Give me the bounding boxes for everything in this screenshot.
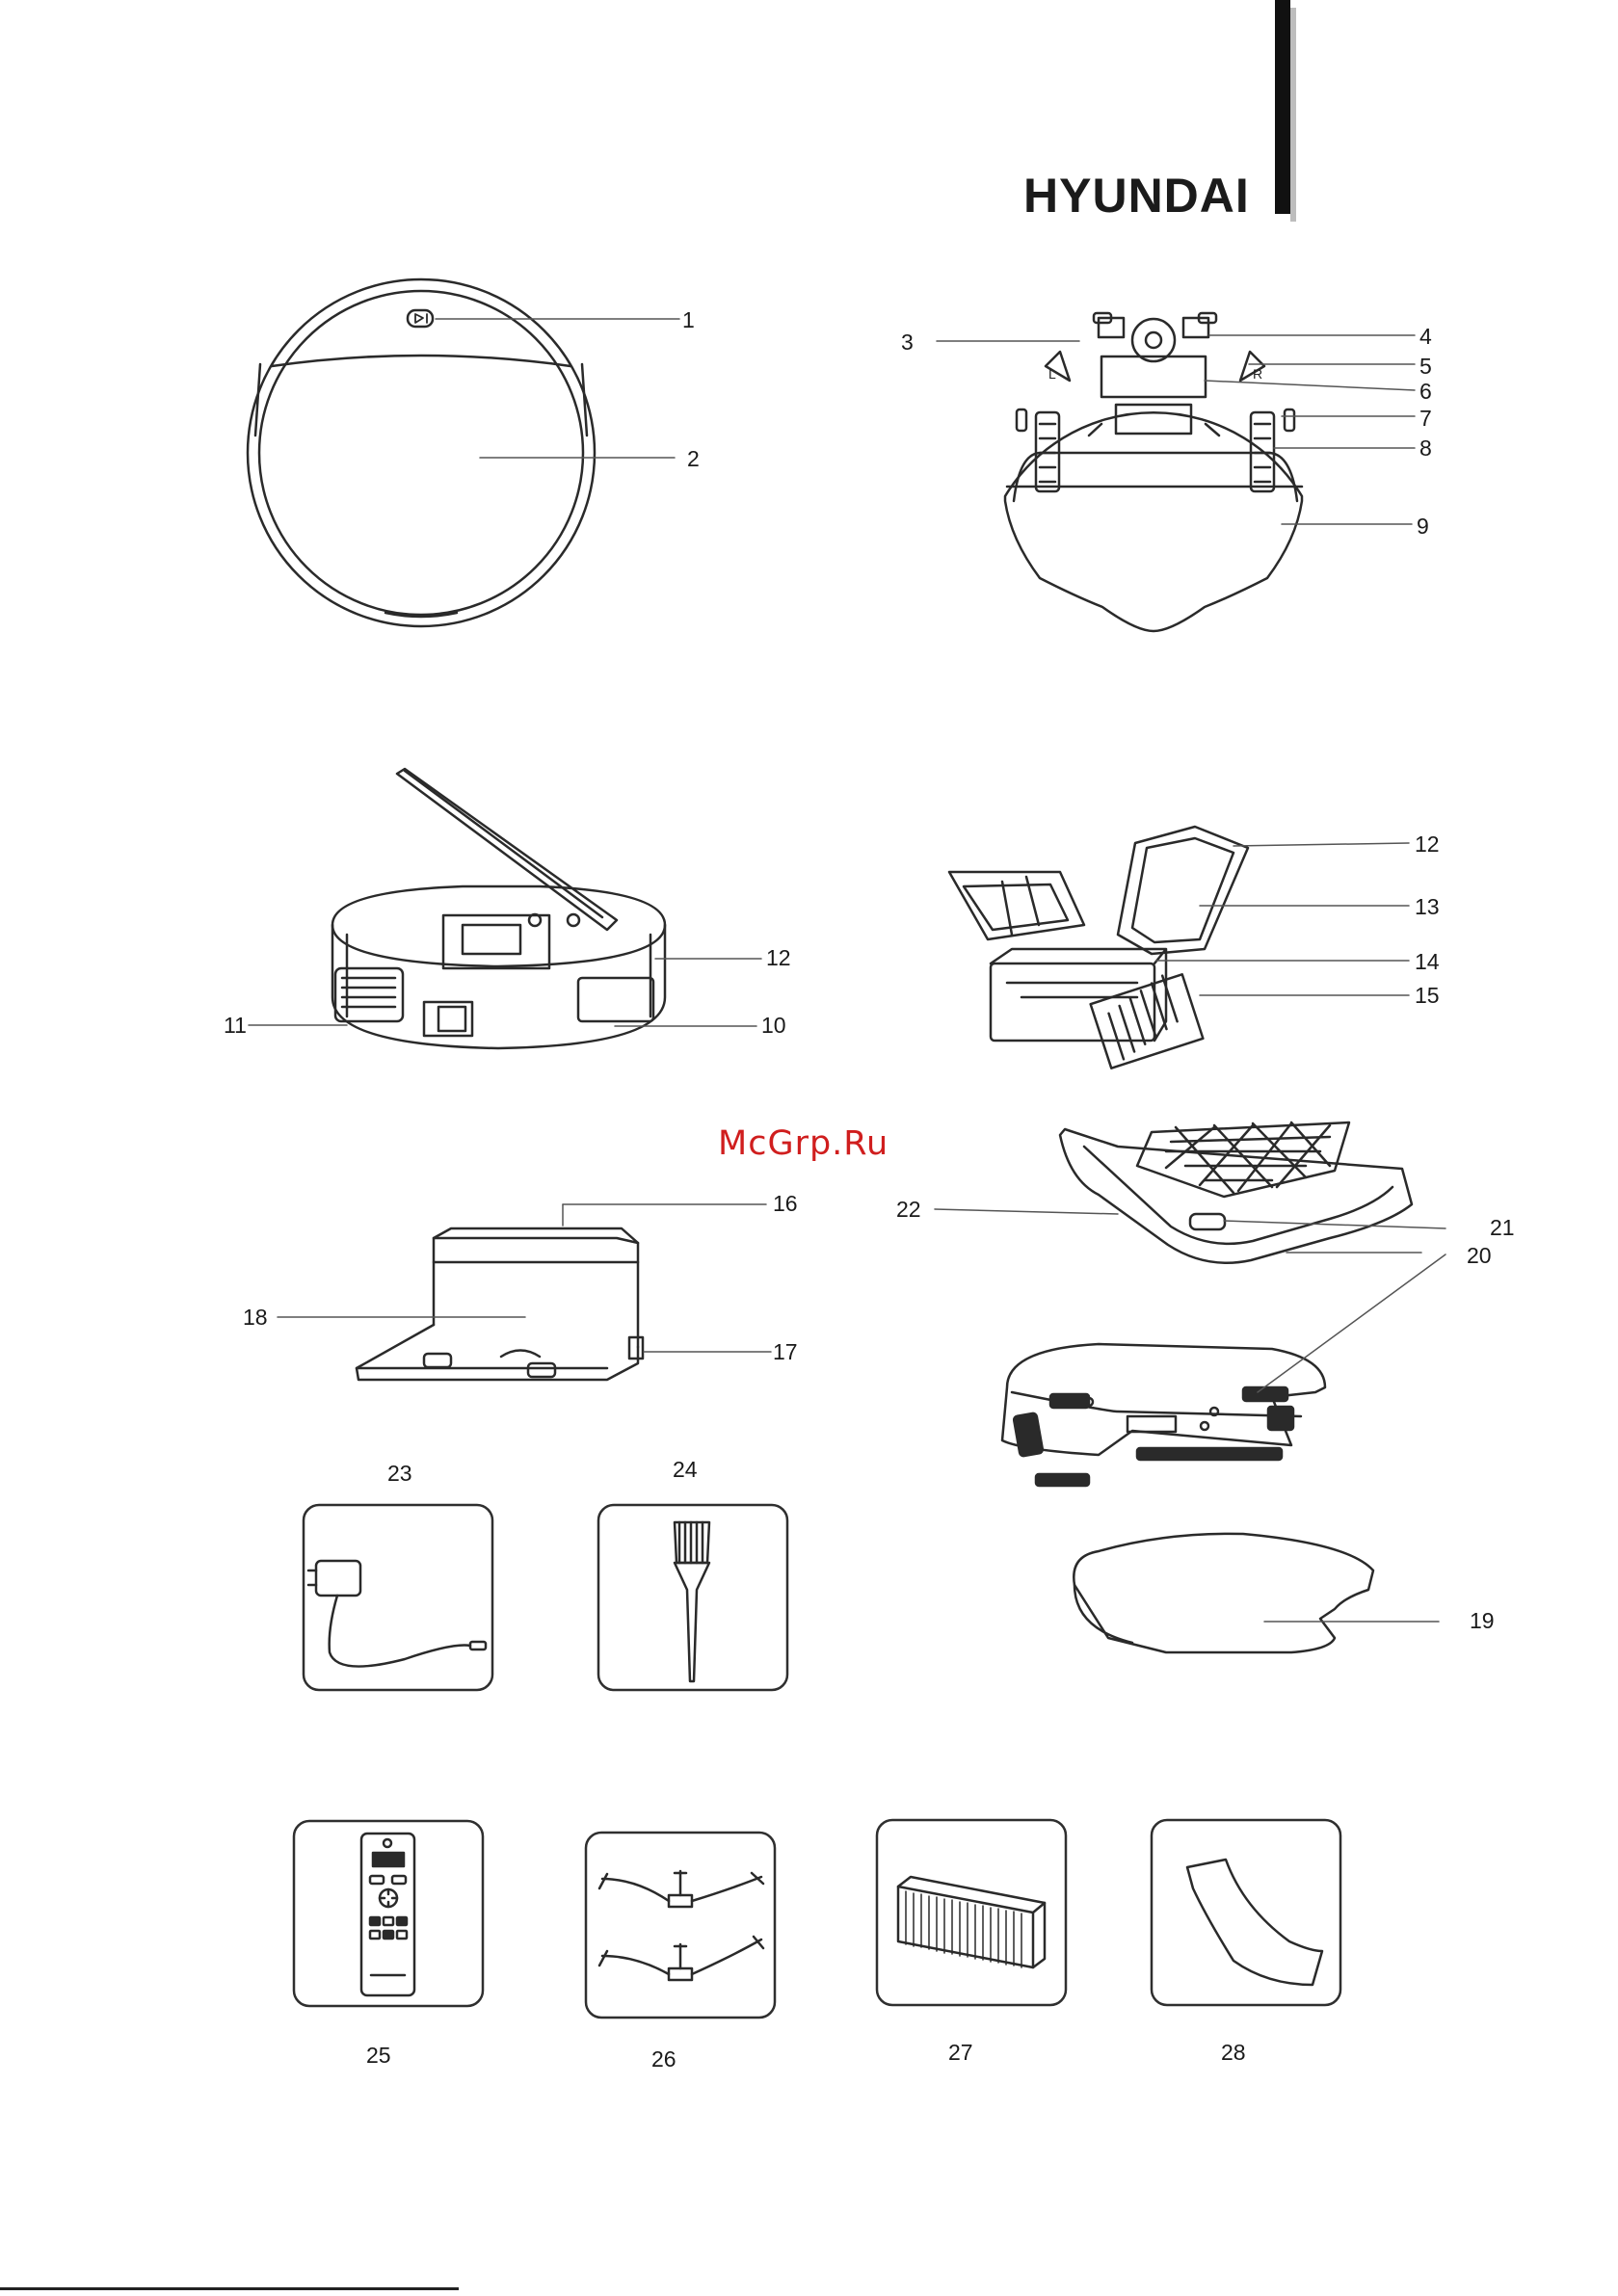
callout-28: 28 [1221,2042,1246,2064]
hepa-filter [898,1877,1045,1967]
callout-10: 10 [761,1015,786,1037]
water-tank [1060,1122,1412,1263]
callout-27: 27 [948,2042,973,2064]
charging-dock [357,1228,643,1380]
callout-22: 22 [896,1199,921,1221]
callout-12-bin: 12 [1415,833,1440,856]
bottom-view-leader-lines [937,335,1415,524]
callout-19: 19 [1470,1610,1495,1632]
right-wheel-mark: R [1253,366,1262,382]
watermark: McGrp.Ru [718,1127,889,1161]
callout-4: 4 [1419,326,1432,348]
callout-16: 16 [773,1193,798,1215]
dust-bin-leader-lines [1156,843,1409,995]
callout-9: 9 [1417,515,1429,538]
callout-7: 7 [1419,408,1432,430]
brand-logo: HYUNDAI [1023,172,1250,220]
callout-5: 5 [1419,356,1432,378]
mop-bracket [1002,1344,1325,1486]
side-brushes [599,1871,763,1980]
left-wheel-mark: L [1048,366,1056,382]
callout-23: 23 [387,1463,412,1485]
callout-24: 24 [673,1459,698,1481]
dock-leader-lines [278,1204,771,1352]
mop-bracket-leader-lines [1258,1254,1446,1392]
power-adapter [308,1561,486,1667]
callout-2: 2 [687,448,700,470]
foam-filter [1187,1860,1322,1985]
callout-14: 14 [1415,951,1440,973]
callout-13: 13 [1415,896,1440,918]
callout-6: 6 [1419,381,1432,403]
callout-15: 15 [1415,985,1440,1007]
header-bar [1275,0,1290,214]
callout-3: 3 [901,331,914,354]
cleaning-brush [675,1522,709,1681]
robot-top-view [248,279,595,626]
remote-control [361,1834,414,1995]
callout-12-lid: 12 [766,947,791,969]
footer-rule [0,2287,459,2290]
header-bar-shadow [1290,8,1296,222]
robot-lid-open [332,769,665,1048]
robot-bottom-view: L R [1005,313,1302,631]
callout-11: 11 [224,1015,247,1037]
mop-cloth [1074,1534,1373,1652]
callout-1: 1 [682,309,695,331]
dust-bin-exploded [949,827,1248,1069]
callout-8: 8 [1419,437,1432,460]
callout-18: 18 [243,1306,268,1329]
power-button-icon [408,310,433,327]
top-view-leader-lines [436,319,679,458]
callout-21: 21 [1490,1217,1515,1239]
callout-25: 25 [366,2045,391,2067]
accessory-boxes [294,1505,1340,2018]
water-tank-leader-lines [935,1209,1446,1253]
callout-26: 26 [651,2048,676,2071]
callout-20: 20 [1467,1245,1492,1267]
callout-17: 17 [773,1341,798,1363]
